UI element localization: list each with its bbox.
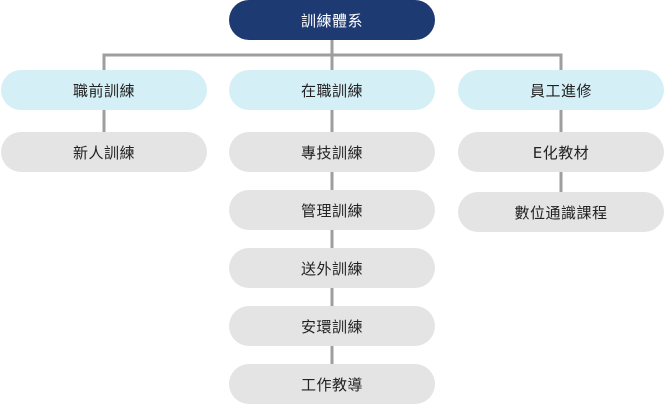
category-pre-employment-training: 職前訓練: [1, 70, 207, 110]
item-label: 管理訓練: [300, 201, 363, 220]
item-new-hire-training: 新人訓練: [1, 132, 207, 172]
item-digital-general-courses: 數位通識課程: [458, 192, 664, 232]
category-label: 在職訓練: [300, 81, 363, 100]
category-label: 員工進修: [529, 81, 592, 100]
item-label: 安環訓練: [300, 317, 363, 336]
item-external-training: 送外訓練: [229, 248, 435, 288]
item-management-training: 管理訓練: [229, 190, 435, 230]
item-label: 新人訓練: [72, 143, 135, 162]
category-label: 職前訓練: [72, 81, 135, 100]
item-technical-training: 專技訓練: [229, 132, 435, 172]
root-label: 訓練體系: [300, 11, 363, 30]
item-e-learning-materials: E化教材: [458, 132, 664, 172]
item-label: 專技訓練: [300, 143, 363, 162]
item-label: E化教材: [532, 143, 590, 162]
item-safety-environment-training: 安環訓練: [229, 306, 435, 346]
item-label: 送外訓練: [300, 259, 363, 278]
category-on-the-job-training: 在職訓練: [229, 70, 435, 110]
root-node: 訓練體系: [229, 0, 435, 40]
category-employee-development: 員工進修: [458, 70, 664, 110]
item-label: 數位通識課程: [514, 203, 608, 222]
item-work-instruction: 工作教導: [229, 364, 435, 404]
item-label: 工作教導: [300, 375, 363, 394]
